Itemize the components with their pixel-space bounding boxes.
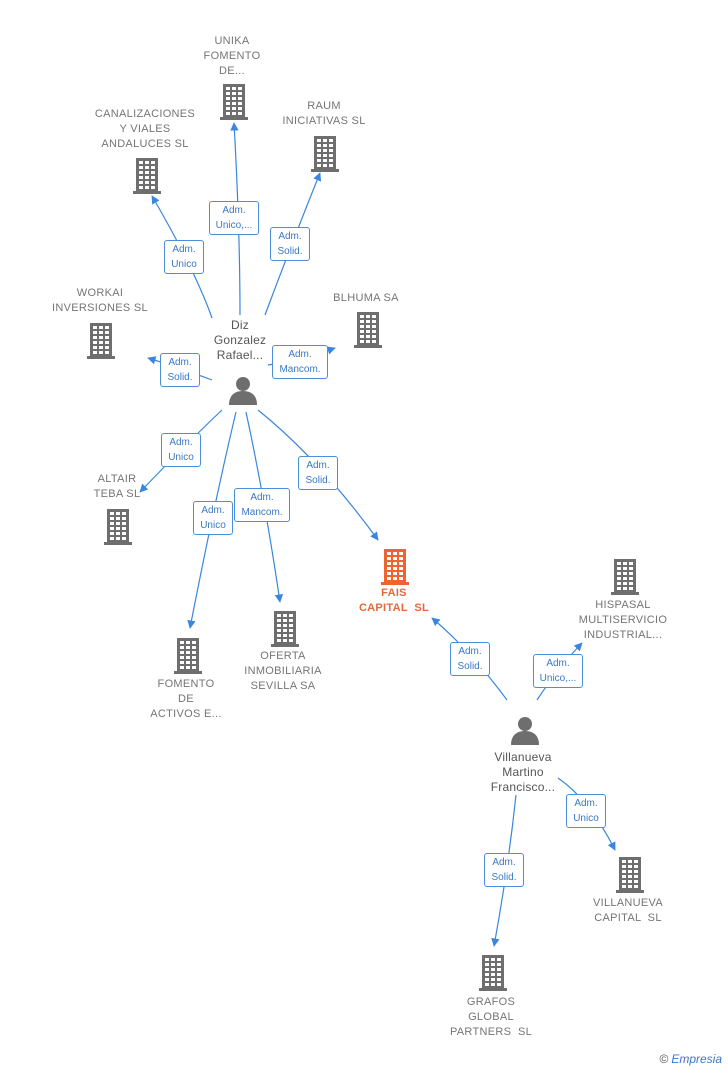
edge-label-c_fomento[interactable]: Adm. Unico: [193, 501, 233, 535]
company-label[interactable]: GRAFOS GLOBAL PARTNERS SL: [449, 995, 533, 1038]
edge-label-c_raum[interactable]: Adm. Solid.: [270, 227, 310, 261]
company-label[interactable]: OFERTA INMOBILIARIA SEVILLA SA: [244, 649, 322, 692]
company-label[interactable]: BLHUMA SA: [333, 291, 399, 304]
edge-label-c_hispasal[interactable]: Adm. Unico,...: [532, 654, 584, 688]
company-label[interactable]: FOMENTO DE ACTIVOS E...: [150, 677, 222, 720]
edge-label-c_canal[interactable]: Adm. Unico: [164, 240, 204, 274]
building-icon: [479, 955, 507, 991]
edge-label-c_vcapital[interactable]: Adm. Unico: [566, 794, 606, 828]
person-label[interactable]: Villanueva Martino Francisco...: [490, 749, 556, 794]
brand-name: Empresia: [671, 1052, 722, 1066]
company-label[interactable]: FAIS CAPITAL SL: [358, 587, 430, 614]
company-label[interactable]: WORKAI INVERSIONES SL: [52, 287, 148, 314]
building-icon: [354, 312, 382, 348]
company-label[interactable]: HISPASAL MULTISERVICIO INDUSTRIAL...: [578, 598, 668, 641]
edge-label-c_oferta[interactable]: Adm. Mancom.: [234, 488, 290, 522]
brand-logo: ©Empresia: [659, 1052, 722, 1066]
company-label[interactable]: VILLANUEVA CAPITAL SL: [592, 897, 664, 924]
building-icon: [104, 509, 132, 545]
company-label[interactable]: UNIKA FOMENTO DE...: [203, 34, 261, 77]
person-icon: [511, 717, 539, 745]
building-icon: [220, 84, 248, 120]
copyright-icon: ©: [659, 1052, 669, 1066]
edge-label-c_workai[interactable]: Adm. Solid.: [160, 353, 200, 387]
building-icon: [133, 158, 161, 194]
edge-label-c_blhuma[interactable]: Adm. Mancom.: [272, 345, 328, 379]
edge-label-c_fais[interactable]: Adm. Solid.: [450, 642, 490, 676]
building-icon: [311, 136, 339, 172]
edge-label-c_altair[interactable]: Adm. Unico: [161, 433, 201, 467]
building-icon: [616, 857, 644, 893]
edge-label-c_grafos[interactable]: Adm. Solid.: [484, 853, 524, 887]
edge-label-c_fais[interactable]: Adm. Solid.: [298, 456, 338, 490]
company-label[interactable]: ALTAIR TEBA SL: [93, 473, 141, 500]
building-icon: [271, 611, 299, 647]
building-icon: [174, 638, 202, 674]
building-icon: [611, 559, 639, 595]
person-icon: [229, 377, 257, 405]
edge-label-c_unika[interactable]: Adm. Unico,...: [208, 201, 260, 235]
person-label[interactable]: Diz Gonzalez Rafael...: [213, 317, 267, 362]
company-label[interactable]: RAUM INICIATIVAS SL: [282, 100, 366, 127]
building-icon: [381, 549, 409, 585]
company-label[interactable]: CANALIZACIONES Y VIALES ANDALUCES SL: [94, 107, 196, 150]
building-icon: [87, 323, 115, 359]
